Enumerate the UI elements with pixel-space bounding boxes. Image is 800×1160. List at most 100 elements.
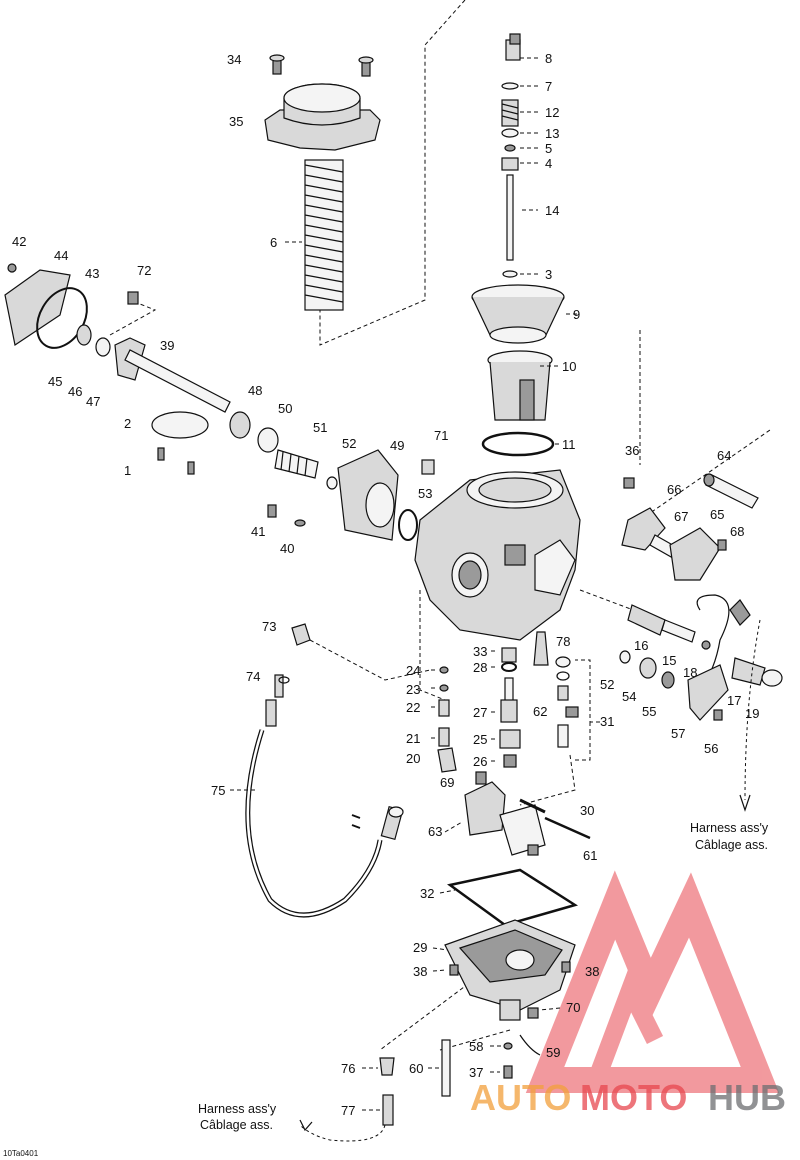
callout-64: 64 xyxy=(717,448,731,463)
callout-19: 19 xyxy=(745,706,759,721)
callout-60: 60 xyxy=(409,1061,423,1076)
needle-jet-27 xyxy=(500,699,518,723)
callout-43: 43 xyxy=(85,266,99,281)
callout-2: 2 xyxy=(124,416,131,431)
plug-72 xyxy=(127,291,139,305)
plunger-16 xyxy=(627,604,666,636)
callout-44: 44 xyxy=(54,248,68,263)
harness-right-line1: Harness ass'y xyxy=(690,821,769,835)
callout-65: 65 xyxy=(710,507,724,522)
callout-49: 49 xyxy=(390,438,404,453)
reference-code: 10Ta0401 xyxy=(3,1149,39,1158)
watermark-text: AUTO MOTO HUB xyxy=(470,1077,786,1118)
harness-left-line2: Câblage ass. xyxy=(200,1118,273,1132)
callout-29: 29 xyxy=(413,940,427,955)
callout-39: 39 xyxy=(160,338,174,353)
callout-5: 5 xyxy=(545,141,552,156)
callout-70: 70 xyxy=(566,1000,580,1015)
callout-56: 56 xyxy=(704,741,718,756)
callout-12: 12 xyxy=(545,105,559,120)
callout-20: 20 xyxy=(406,751,420,766)
callout-16: 16 xyxy=(634,638,648,653)
callout-35: 35 xyxy=(229,114,243,129)
callout-45: 45 xyxy=(48,374,62,389)
washer-50 xyxy=(257,427,279,453)
cable-75 xyxy=(245,674,404,918)
callout-21: 21 xyxy=(406,731,420,746)
callout-47: 47 xyxy=(86,394,100,409)
screw-34-left xyxy=(269,54,285,75)
watermark-moto: MOTO xyxy=(580,1077,687,1118)
callout-54: 54 xyxy=(622,689,636,704)
callout-61: 61 xyxy=(583,848,597,863)
housing-65 xyxy=(669,527,721,581)
callout-32: 32 xyxy=(420,886,434,901)
callout-69: 69 xyxy=(440,775,454,790)
callout-63: 63 xyxy=(428,824,442,839)
callout-27: 27 xyxy=(473,705,487,720)
bushing-48 xyxy=(229,411,251,439)
float-63 xyxy=(464,781,546,856)
callout-3: 3 xyxy=(545,267,552,282)
callout-31: 31 xyxy=(600,714,614,729)
callout-38-right: 38 xyxy=(585,964,599,979)
callout-52: 52 xyxy=(342,436,356,451)
callout-51: 51 xyxy=(313,420,327,435)
throttle-slide-10 xyxy=(487,350,553,421)
watermark-auto: AUTO xyxy=(470,1077,571,1118)
throttle-shaft-39 xyxy=(124,349,231,413)
callout-40: 40 xyxy=(280,541,294,556)
callout-4: 4 xyxy=(545,156,552,171)
plug-71 xyxy=(421,459,435,475)
callout-26: 26 xyxy=(473,754,487,769)
callout-48: 48 xyxy=(248,383,262,398)
gasket-32 xyxy=(447,868,579,927)
throttle-plate-2 xyxy=(151,411,209,439)
callout-34: 34 xyxy=(227,52,241,67)
screw-34-right xyxy=(358,56,374,77)
carburetor-body xyxy=(414,469,581,641)
tube-60 xyxy=(441,1039,451,1097)
callout-8: 8 xyxy=(545,51,552,66)
washer-46 xyxy=(95,337,111,357)
side-cover-44 xyxy=(4,263,71,346)
callout-58: 58 xyxy=(469,1039,483,1054)
o-ring-53 xyxy=(398,509,418,541)
callout-52: 52 xyxy=(600,677,614,692)
callout-37: 37 xyxy=(469,1065,483,1080)
callout-24: 24 xyxy=(406,663,420,678)
harness-right-line2: Câblage ass. xyxy=(695,838,768,852)
callout-53: 53 xyxy=(418,486,432,501)
callout-71: 71 xyxy=(434,428,448,443)
callout-62: 62 xyxy=(533,704,547,719)
callout-14: 14 xyxy=(545,203,559,218)
seal-52 xyxy=(326,476,338,490)
callout-15: 15 xyxy=(662,653,676,668)
top-cover-35 xyxy=(264,83,381,151)
callout-labels: 34 35 6 8 7 12 13 5 4 14 3 9 10 11 42 44… xyxy=(12,51,759,1118)
o-ring-11 xyxy=(481,431,555,457)
callout-66: 66 xyxy=(667,482,681,497)
callout-77: 77 xyxy=(341,1103,355,1118)
jet-20 xyxy=(437,747,457,773)
callout-67: 67 xyxy=(674,509,688,524)
pin-30 xyxy=(544,816,591,840)
callout-78: 78 xyxy=(556,634,570,649)
seal-45 xyxy=(76,324,92,346)
float-bowl-29 xyxy=(444,919,576,1021)
callout-13: 13 xyxy=(545,126,559,141)
callout-33: 33 xyxy=(473,644,487,659)
jet-78 xyxy=(533,631,549,666)
needle-stack xyxy=(501,33,521,278)
callout-10: 10 xyxy=(562,359,576,374)
callout-6: 6 xyxy=(270,235,277,250)
spring-6 xyxy=(304,159,344,311)
callout-59: 59 xyxy=(546,1045,560,1060)
callout-68: 68 xyxy=(730,524,744,539)
callout-73: 73 xyxy=(262,619,276,634)
callout-leaders xyxy=(230,57,600,1111)
callout-75: 75 xyxy=(211,783,225,798)
callout-28: 28 xyxy=(473,660,487,675)
spring-73 xyxy=(291,623,311,646)
